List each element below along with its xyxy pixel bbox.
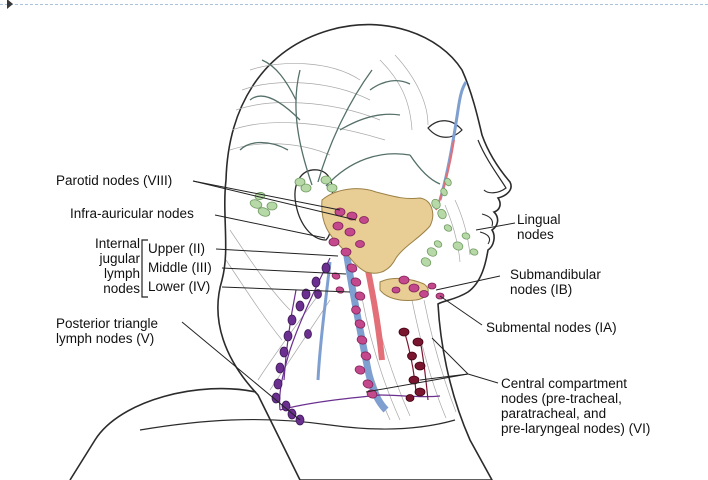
jugular-lymph-node-6: [356, 335, 368, 345]
label-internal-jugular-line-2: jugular: [99, 251, 140, 266]
parotid-lymph-node-11: [419, 290, 429, 298]
green-lymph-node-3: [266, 201, 278, 211]
parotid-lymph-node-12: [391, 286, 401, 294]
jugular-lymph-node-4: [351, 305, 361, 315]
jugular-lymph-node-9: [362, 379, 374, 389]
central-lymph-node-3: [407, 351, 417, 361]
jugular-node-group: [331, 263, 378, 399]
label-submandibular-line-2: nodes (IB): [510, 282, 573, 297]
label-lower-iv: Lower (IV): [148, 279, 211, 294]
posterior-lymph-node-7: [279, 346, 289, 358]
parotid-lymph-node-3: [359, 216, 369, 224]
label-central-line-3: paratracheal, and: [501, 406, 607, 421]
label-central-line-4: pre-laryngeal nodes) (VI): [501, 421, 651, 436]
label-internal-jugular-line-4: nodes: [103, 281, 140, 296]
green-lymph-node-12: [444, 177, 452, 187]
label-parotid-nodes: Parotid nodes (VIII): [56, 173, 173, 188]
parotid-lymph-node-13: [427, 282, 437, 290]
label-middle-iii: Middle (III): [148, 260, 212, 275]
green-node-group: [249, 175, 479, 267]
label-posterior-triangle-line-1: Posterior triangle: [56, 316, 159, 331]
label-central-compartment: Central compartment nodes (pre-tracheal,…: [501, 376, 701, 436]
posterior-lymph-node-3: [301, 288, 311, 300]
jugular-lymph-node-5: [354, 319, 366, 329]
jugular-bracket: [141, 239, 148, 298]
posterior-lymph-node-8: [275, 362, 285, 374]
label-lingual-line-2: nodes: [517, 227, 554, 242]
posterior-lymph-node-5: [287, 314, 297, 326]
label-submandibular-line-1: Submandibular: [510, 267, 601, 282]
label-internal-jugular-line-1: Internal: [94, 236, 140, 251]
green-lymph-node-7: [320, 175, 332, 185]
central-lymph-node-4: [414, 361, 426, 371]
label-submandibular-nodes: Submandibular nodes (IB): [510, 267, 630, 297]
central-lymph-node-7: [405, 394, 415, 402]
green-lymph-node-8: [326, 183, 338, 193]
green-lymph-node-2: [257, 207, 271, 217]
parotid-lymph-node-8: [355, 240, 365, 248]
jugular-lymph-node-8: [354, 365, 366, 375]
green-lymph-node-18: [461, 232, 471, 240]
label-internal-jugular-group: Internal jugular lymph nodes: [84, 236, 140, 296]
green-lymph-node-15: [433, 240, 443, 248]
label-upper-ii: Upper (II): [148, 241, 206, 256]
central-node-group: [398, 327, 426, 402]
green-lymph-node-10: [437, 208, 447, 220]
green-lymph-node-13: [420, 257, 432, 267]
green-lymph-node-19: [469, 248, 479, 256]
label-posterior-triangle: Posterior triangle lymph nodes (V): [56, 316, 196, 346]
parotid-lymph-node-7: [340, 247, 352, 257]
label-central-line-1: Central compartment: [501, 376, 628, 391]
label-lingual-line-1: Lingual: [517, 212, 561, 227]
green-lymph-node-9: [431, 198, 441, 210]
slide-top-rule: [0, 4, 708, 5]
label-submental-nodes: Submental nodes (IA): [486, 320, 617, 335]
green-lymph-node-14: [426, 247, 438, 257]
green-lymph-node-16: [443, 224, 453, 232]
parotid-lymph-node-5: [344, 227, 356, 237]
green-lymph-node-6: [300, 183, 312, 193]
nose: [477, 139, 507, 194]
scalp-veins: [239, 59, 441, 187]
posterior-lymph-node-2: [311, 276, 321, 288]
label-central-line-2: nodes (pre-tracheal,: [501, 391, 622, 406]
slide-bullet-marker: [7, 0, 13, 9]
leader-lines: [181, 180, 516, 421]
external-jugular-vein: [316, 261, 332, 381]
parotid-lymph-node-6: [328, 237, 340, 247]
label-lingual-nodes: Lingual nodes: [517, 212, 587, 242]
central-lymph-node-6: [414, 387, 426, 397]
label-infra-auricular-nodes: Infra-auricular nodes: [70, 206, 194, 221]
green-lymph-node-11: [440, 187, 448, 197]
label-internal-jugular-line-3: lymph: [103, 266, 140, 281]
posterior-lymph-node-6: [283, 330, 293, 342]
posterior-lymph-node-4: [295, 300, 305, 312]
clavicle: [139, 418, 456, 431]
lips: [479, 213, 494, 245]
posterior-lymph-node-15: [304, 329, 312, 339]
parotid-node-group: [328, 207, 445, 300]
jugular-lymph-node-2: [350, 277, 362, 287]
parotid-lymph-node-4: [332, 221, 344, 231]
jugular-lymph-node-7: [360, 351, 372, 361]
posterior-lymph-node-9: [273, 378, 283, 390]
green-lymph-node-17: [452, 241, 464, 251]
jugular-lymph-node-1: [346, 263, 358, 273]
posterior-node-group: [271, 262, 331, 426]
shoulder-outline: [69, 387, 257, 480]
posterior-lymph-node-1: [321, 262, 331, 274]
parotid-lymph-node-9: [398, 275, 410, 285]
posterior-lymph-node-14: [314, 289, 322, 299]
green-lymph-node-1: [249, 199, 263, 209]
green-lymph-node-5: [294, 177, 306, 187]
central-lymph-node-1: [398, 327, 410, 337]
jugular-lymph-node-3: [354, 291, 366, 301]
posterior-lymph-node-10: [271, 392, 281, 404]
posterior-lymph-node-11: [281, 400, 291, 412]
central-lymph-node-2: [412, 337, 424, 347]
label-posterior-triangle-line-2: lymph nodes (V): [56, 331, 155, 346]
parotid-lymph-node-10: [408, 283, 420, 293]
